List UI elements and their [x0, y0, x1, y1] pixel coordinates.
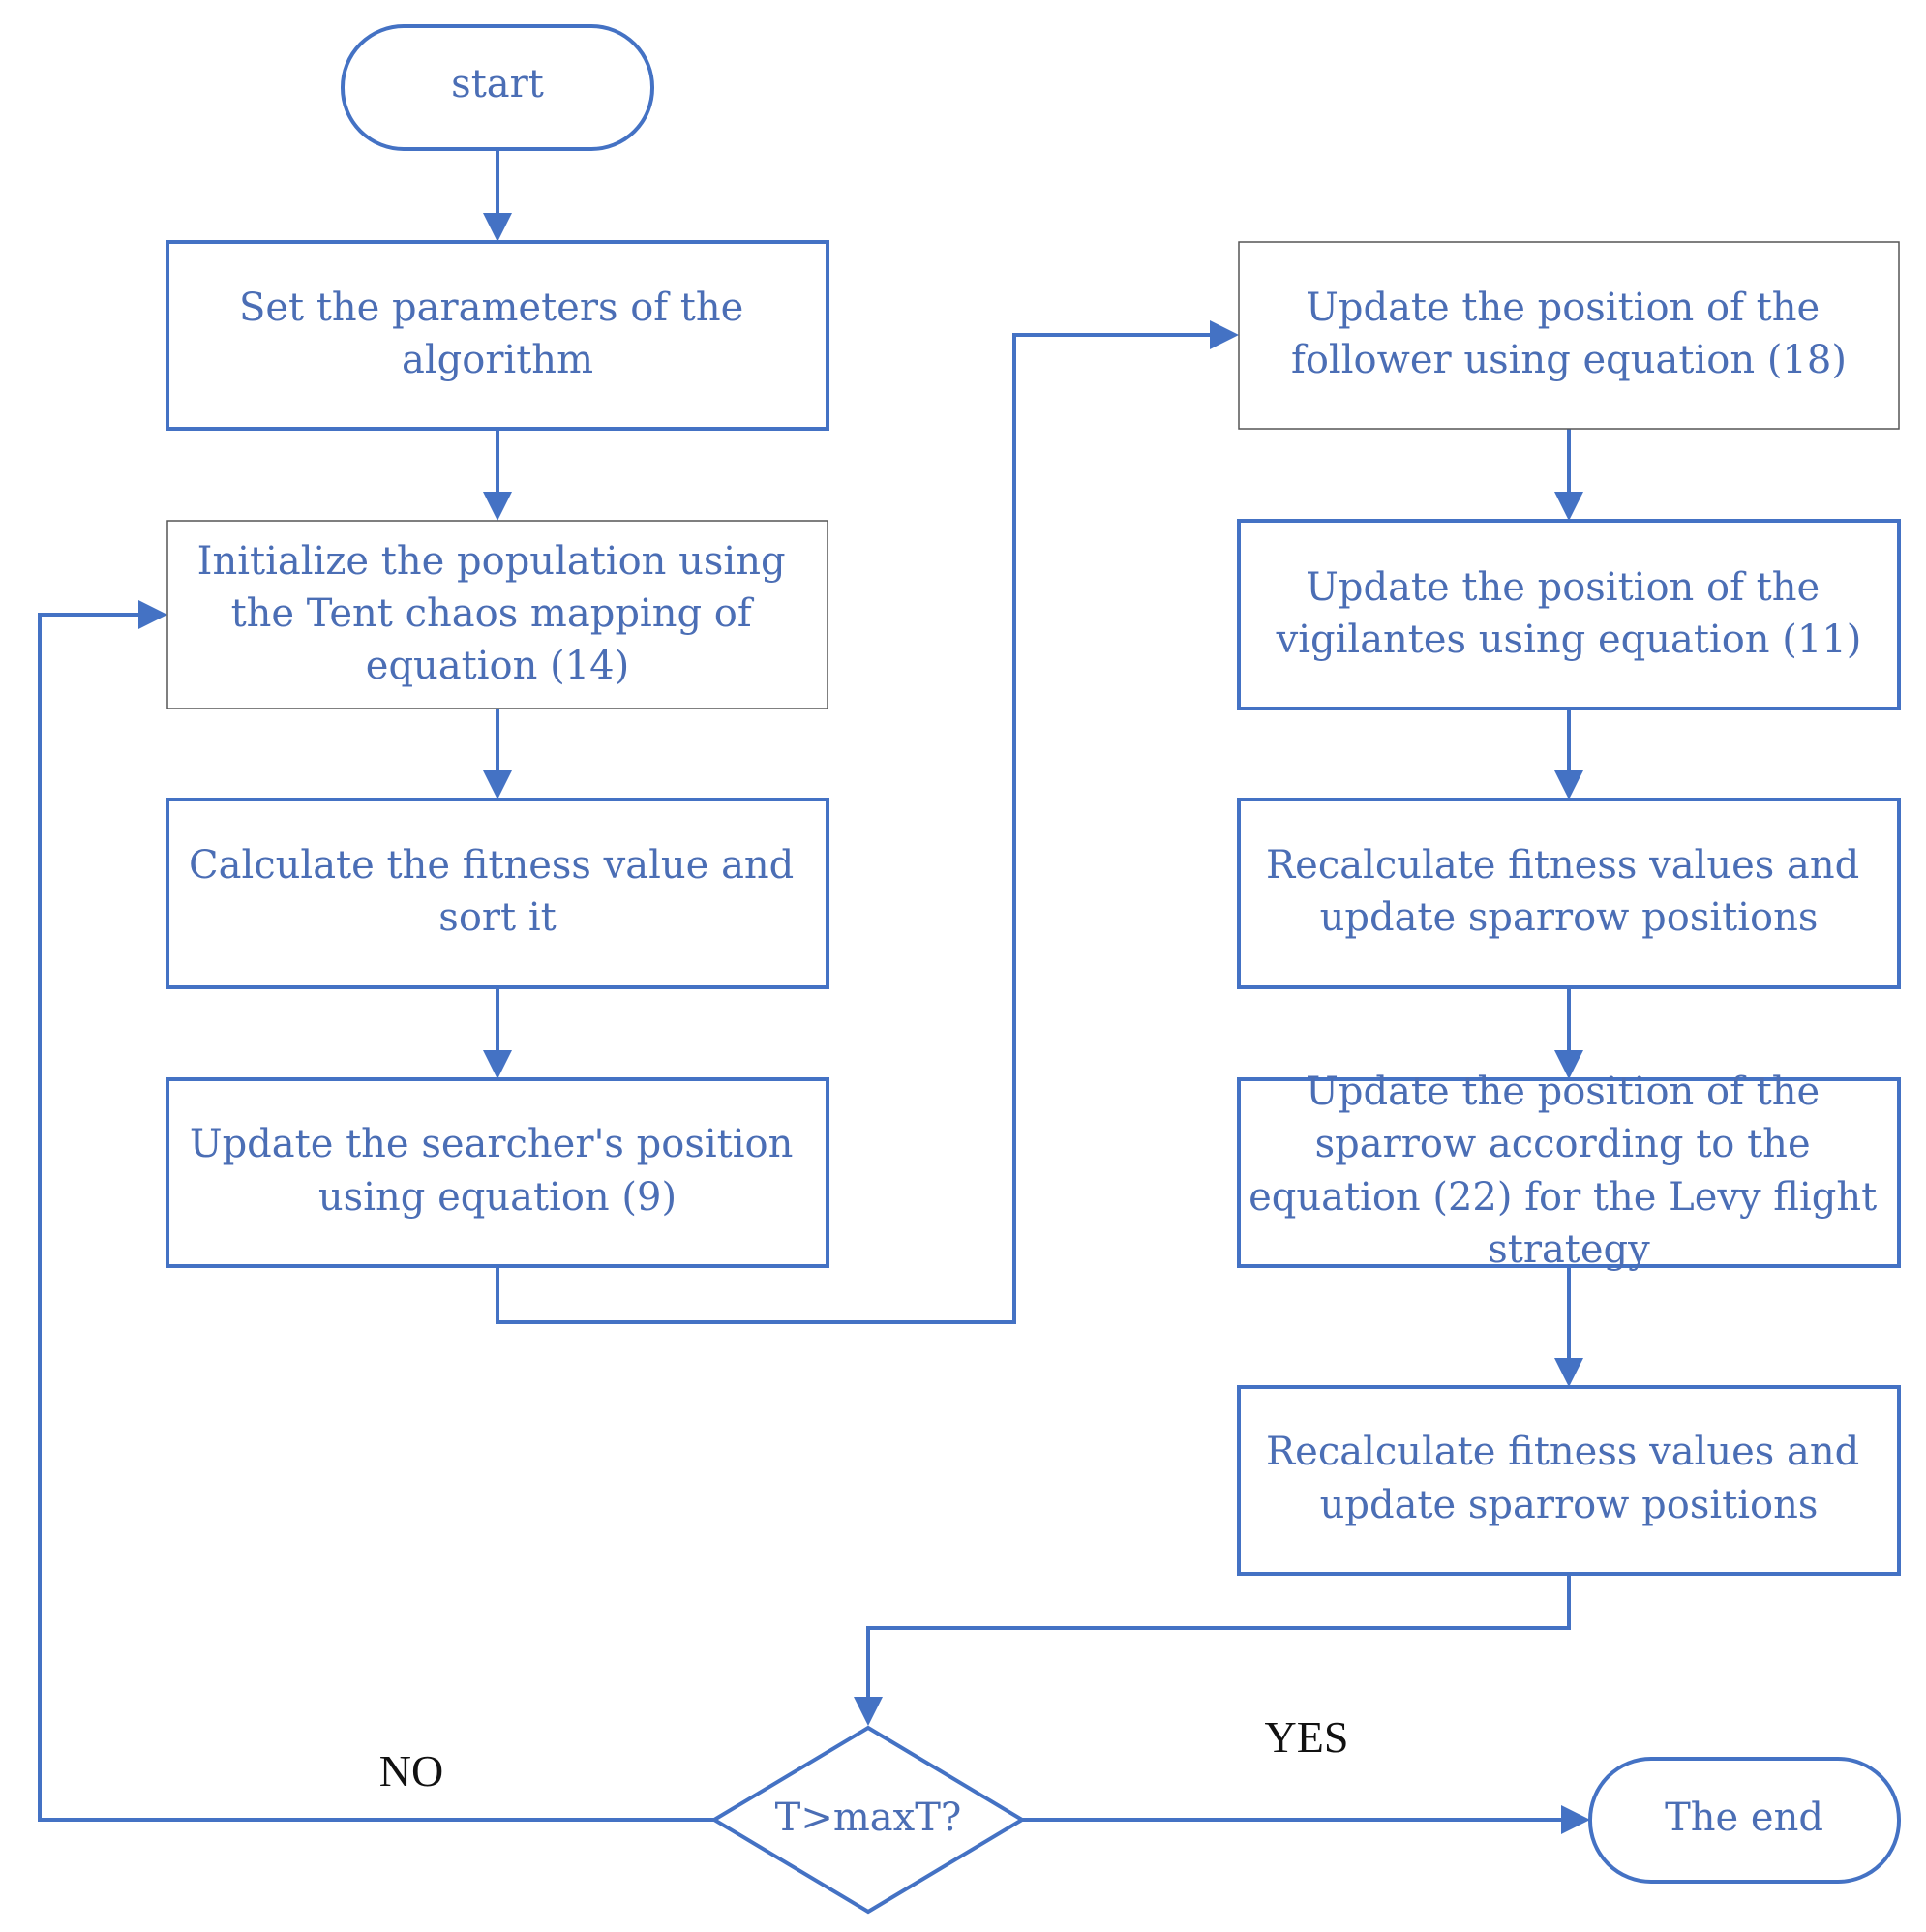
node-set-params: Set the parameters of the algorithm [166, 240, 829, 431]
node-levy: Update the position of the sparrow accor… [1237, 1070, 1901, 1272]
node-update-follower: Update the position of the follower usin… [1238, 241, 1900, 430]
node-calc-fitness: Calculate the fitness value and sort it [166, 798, 829, 989]
node-label: Set the parameters of the algorithm [239, 286, 756, 382]
node-label: Update the position of the follower usin… [1291, 286, 1847, 382]
process-box [166, 520, 828, 709]
process-box [1237, 798, 1901, 989]
process-box [1237, 519, 1901, 710]
arrowhead [1554, 1358, 1583, 1387]
arrowhead [483, 1050, 512, 1079]
process-box [1237, 1385, 1901, 1576]
edges [38, 149, 1590, 1834]
edge-decision-no-to-initialize [38, 613, 714, 1822]
terminal-shape [341, 24, 654, 151]
node-label: Update the position of the vigilantes us… [1276, 565, 1862, 662]
node-label: T>maxT? [775, 1796, 962, 1840]
node-label: Update the position of the sparrow accor… [1249, 1070, 1889, 1272]
arrowhead [483, 213, 512, 242]
node-label: Initialize the population using the Tent… [197, 539, 798, 688]
arrowhead [483, 492, 512, 521]
edge-label-yes: YES [1265, 1712, 1349, 1762]
process-box [166, 1077, 829, 1268]
arrowhead [138, 600, 167, 629]
node-initialize: Initialize the population using the Tent… [166, 520, 828, 709]
arrowhead [1554, 492, 1583, 521]
node-label: Update the searcher's position using equ… [190, 1122, 805, 1220]
process-box [1237, 1077, 1901, 1268]
process-box [1238, 241, 1900, 430]
node-label: The end [1665, 1796, 1823, 1840]
edge-update-searcher-to-update-follower [496, 333, 1212, 1324]
arrowhead [1561, 1805, 1590, 1834]
decision-diamond [710, 1725, 1026, 1915]
node-recalc-1: Recalculate fitness values and update sp… [1237, 798, 1901, 989]
node-recalc-2: Recalculate fitness values and update sp… [1237, 1385, 1901, 1576]
node-decision: T>maxT? [710, 1725, 1026, 1915]
arrowhead [483, 770, 512, 800]
terminal-shape [1588, 1757, 1901, 1884]
node-label: start [451, 62, 544, 106]
node-label: Recalculate fitness values and update sp… [1266, 1430, 1872, 1527]
node-end: The end [1588, 1757, 1901, 1884]
arrowhead [854, 1697, 883, 1726]
node-update-vigilantes: Update the position of the vigilantes us… [1237, 519, 1901, 710]
node-label: Calculate the fitness value and sort it [189, 843, 806, 940]
process-box [166, 240, 829, 431]
edge-label-no: NO [379, 1746, 443, 1796]
node-start: start [341, 24, 654, 151]
node-update-searcher: Update the searcher's position using equ… [166, 1077, 829, 1268]
arrowhead [1554, 770, 1583, 800]
process-box [166, 798, 829, 989]
edge-recalc-2-to-decision [866, 1574, 1571, 1699]
node-label: Recalculate fitness values and update sp… [1266, 843, 1872, 940]
arrowhead [1210, 320, 1239, 349]
arrowhead [1554, 1050, 1583, 1079]
